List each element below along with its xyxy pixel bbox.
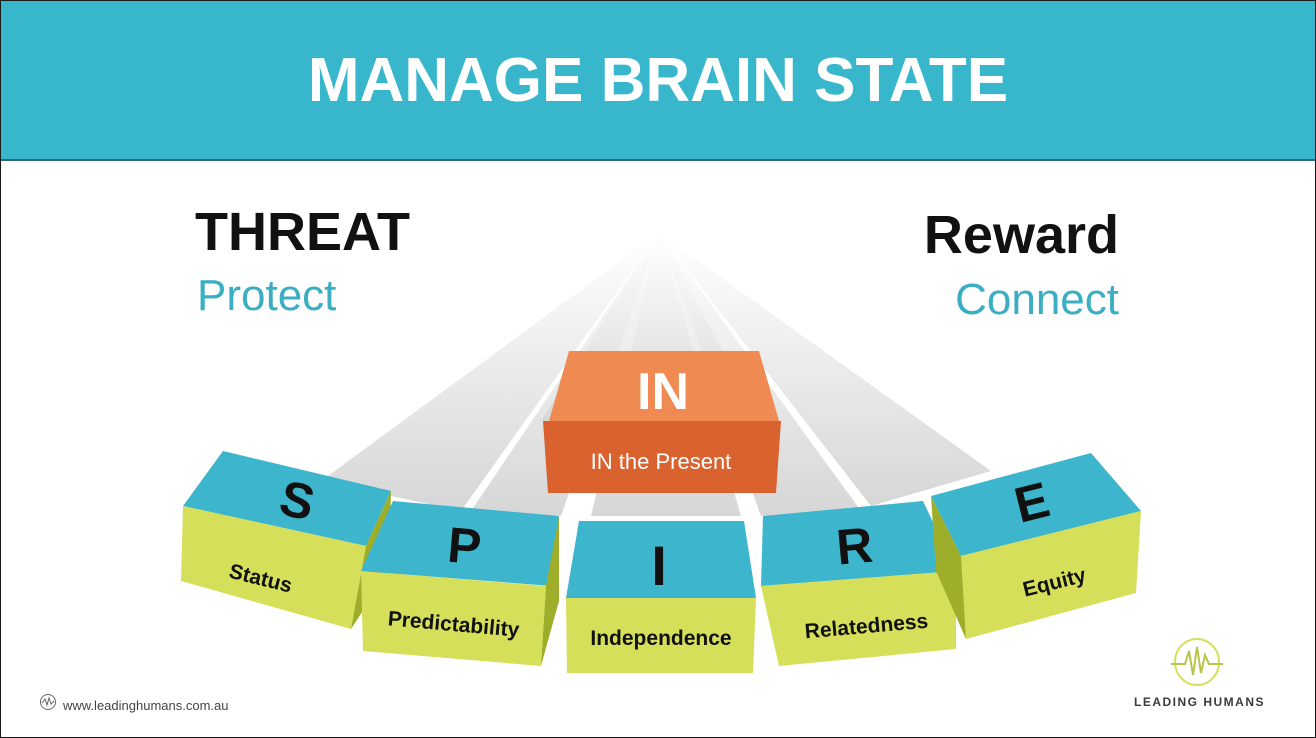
block-i-label: Independence bbox=[590, 627, 731, 650]
block-r-letter: R bbox=[834, 517, 875, 576]
center-block-letter: IN bbox=[637, 363, 689, 421]
protect-subheading: Protect bbox=[197, 271, 337, 320]
threat-heading: THREAT bbox=[195, 202, 410, 262]
center-in-block: IN IN the Present bbox=[543, 351, 781, 493]
center-block-label: IN the Present bbox=[591, 449, 732, 474]
block-e: E Equity bbox=[931, 453, 1141, 639]
block-i-letter: I bbox=[651, 534, 667, 597]
page-title: MANAGE BRAIN STATE bbox=[307, 46, 1009, 115]
header-banner: MANAGE BRAIN STATE bbox=[1, 1, 1315, 161]
block-p-letter: P bbox=[445, 517, 483, 576]
connect-subheading: Connect bbox=[955, 275, 1119, 324]
reward-heading: Reward bbox=[923, 205, 1119, 265]
block-r: R Relatedness bbox=[761, 501, 956, 666]
leading-humans-small-logo-icon bbox=[40, 694, 56, 710]
footer-url-link[interactable]: www.leadinghumans.com.au bbox=[63, 698, 229, 713]
brand-name: LEADING HUMANS bbox=[1134, 695, 1265, 709]
leading-humans-logo-icon bbox=[1171, 638, 1223, 686]
block-p: P Predictability bbox=[361, 501, 559, 666]
block-i: I Independence bbox=[566, 521, 756, 673]
